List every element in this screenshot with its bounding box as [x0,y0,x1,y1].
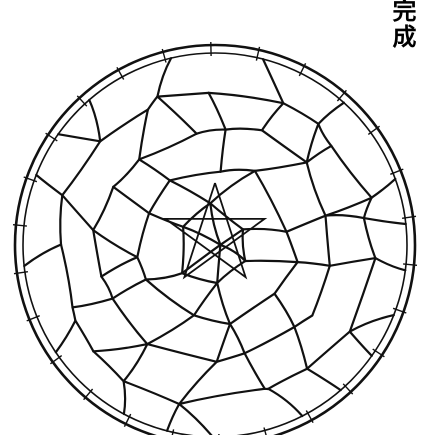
net-strand [170,180,211,203]
net-strand [226,129,262,131]
net-strand [93,230,137,257]
net-strand [100,110,148,142]
net-strand [62,141,100,195]
net-strand [217,283,230,324]
net-strand [230,324,245,353]
net-strand [283,103,318,124]
net-strand [221,130,226,172]
net-strand [245,327,295,353]
net-strand [217,353,245,362]
net-strand [330,258,376,266]
net-strand [147,344,216,362]
net-strand [294,316,312,328]
net-strand [148,97,158,110]
net-strand [137,257,146,279]
net-strand [263,59,283,103]
net-strand [146,280,194,316]
mesh-net [24,58,406,435]
net-strand [275,262,298,294]
net-strand [294,327,307,369]
net-strand [326,216,330,266]
net-strand [113,280,146,299]
net-strand [364,218,376,258]
net-strand [75,321,93,352]
net-strand [245,353,265,389]
net-strand [149,180,170,213]
net-strand [287,232,298,262]
net-strand [124,381,126,414]
net-strand [194,283,217,315]
net-strand [137,213,149,257]
net-strand [73,307,76,320]
net-strand [36,175,62,195]
hoop-lashing [77,96,87,106]
net-strand [167,404,179,431]
net-strand [101,277,112,299]
net-strand [194,315,230,324]
net-strand [62,195,93,230]
net-strand [375,258,405,270]
net-strand [93,351,123,381]
net-strand [60,195,62,244]
net-strand [157,93,208,97]
net-strand [93,187,113,230]
net-strand [113,159,139,187]
net-strand [262,103,283,130]
net-strand [197,130,226,134]
net-strand [179,389,265,404]
net-strand [275,294,295,327]
net-strand [182,227,184,273]
net-strand [372,179,396,198]
net-strand [183,203,210,227]
net-strand [179,404,213,435]
net-strand [124,381,180,404]
net-strand [287,216,326,232]
net-strand [268,389,302,416]
net-strand [56,321,76,353]
net-strand [24,245,61,267]
net-strand [93,230,101,277]
net-strand [93,344,147,351]
net-strand [209,93,226,130]
net-strand [307,162,326,215]
net-strand [139,134,196,160]
net-strand [101,257,137,276]
net-strand [61,245,73,308]
net-strand [298,262,330,266]
net-strand [245,261,297,262]
net-strand [170,172,221,181]
net-strand [89,100,100,141]
net-strand [139,159,170,180]
net-strand [230,294,275,324]
net-strand [331,146,371,198]
net-strand [307,332,350,369]
net-strand [157,97,196,134]
net-strand [221,170,255,172]
hoop-lashing [343,384,353,394]
net-strand [318,124,331,146]
net-strand [217,324,230,362]
net-strand [268,369,307,389]
net-strand [58,134,100,141]
net-strand [146,273,182,279]
net-strand [124,344,148,381]
net-strand [262,130,307,162]
net-strand [364,218,406,224]
net-strand [209,93,284,103]
net-strand [139,110,148,160]
net-strand [113,299,148,345]
net-strand [326,215,364,218]
net-strand [255,162,307,171]
net-strand [307,369,341,390]
net-strand [113,187,149,213]
net-strand [157,58,171,97]
net-strand [73,299,113,308]
net-strand [147,315,194,344]
net-strand [312,266,330,316]
net-strand [350,332,372,356]
hoop-lashing [264,428,268,435]
net-strand [318,103,344,124]
